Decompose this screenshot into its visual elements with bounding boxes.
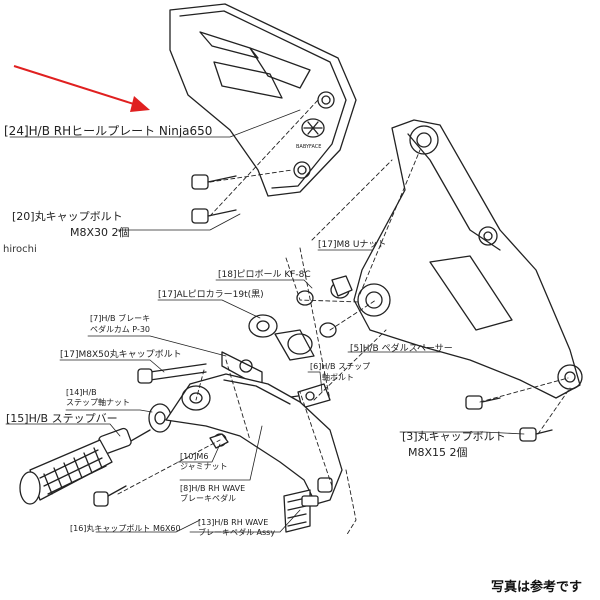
callout-brake-pedal-assy: [13]H/B RH WAVE — [198, 518, 269, 527]
callout-cap-bolt-m8x15: [3]丸キャップボルト — [402, 430, 506, 443]
brake-pedal-icon — [165, 373, 343, 505]
heel-plate-icon — [169, 3, 357, 197]
callout-step-nut: [14]H/B — [66, 388, 97, 397]
callout-step-bar: [15]H/B ステップバー — [6, 412, 118, 425]
callout-cap-bolt-m8x15-spec: M8X15 2個 — [408, 446, 468, 459]
red-arrow-icon — [13, 65, 150, 112]
callout-jam-nut-sub: ジャミナット — [180, 462, 228, 471]
step-bar-icon — [19, 403, 172, 505]
callout-brake-pedal: [8]H/B RH WAVE — [180, 484, 246, 493]
callout-u-nut: [17]M8 Uナット — [318, 240, 387, 250]
callout-cap-bolt-m8x50: [17]M8X50丸キャップボルト — [60, 350, 182, 360]
cap-bolt-m8x15-icon — [465, 395, 553, 442]
brake-pedal-pad-icon — [283, 477, 333, 533]
u-nut-icon — [331, 275, 353, 297]
callout-step-shaft-bolt-sub: 軸ボルト — [322, 373, 354, 382]
reference-photo-note: 写真は参考です — [490, 580, 582, 595]
callout-heel-plate: [24]H/B RHヒールプレート Ninja650 — [4, 124, 213, 138]
callout-cap-bolt-m8x30-spec: M8X30 2個 — [70, 226, 130, 239]
callout-cap-bolt-m8x30: [20]丸キャップボルト — [12, 210, 123, 223]
callout-step-nut-sub: ステップ軸ナット — [66, 398, 130, 407]
cap-bolt-m8x30-icon — [191, 174, 237, 224]
alignment-lines — [117, 99, 571, 537]
cap-bolt-m6x60-icon — [93, 485, 127, 507]
brand-mark: BABYFACE — [296, 144, 321, 150]
callout-step-shaft-bolt: [6]H/B ステップ — [310, 362, 371, 371]
leader-lines — [5, 109, 525, 533]
callout-cap-bolt-m6x60: [16]丸キャップボルト M6X60 — [70, 524, 181, 533]
rear-set-bracket-icon — [353, 119, 583, 399]
callout-pedal-spacer: [5]H/B ペダルスペーサー — [350, 344, 453, 354]
pivot-hardware-icon — [137, 281, 350, 389]
callout-brake-pedal-assy-sub: ブレーキペダル Assy — [198, 528, 276, 537]
callout-jam-nut: [10]M6 — [180, 452, 209, 461]
callout-brake-pedal-sub: ブレーキペダル — [180, 494, 236, 503]
callout-brake-cam: [7]H/B ブレーキ — [90, 314, 151, 323]
heel-plate-logo-icon — [301, 118, 325, 138]
callout-pillow-ball: [18]ピロボール KF-8C — [218, 270, 311, 280]
callout-brake-cam-spec: ペダルカム P-30 — [90, 325, 151, 334]
watermark: hirochi — [3, 244, 37, 255]
callout-pillow-collar: [17]ALピロカラー19t(黒) — [158, 290, 264, 300]
